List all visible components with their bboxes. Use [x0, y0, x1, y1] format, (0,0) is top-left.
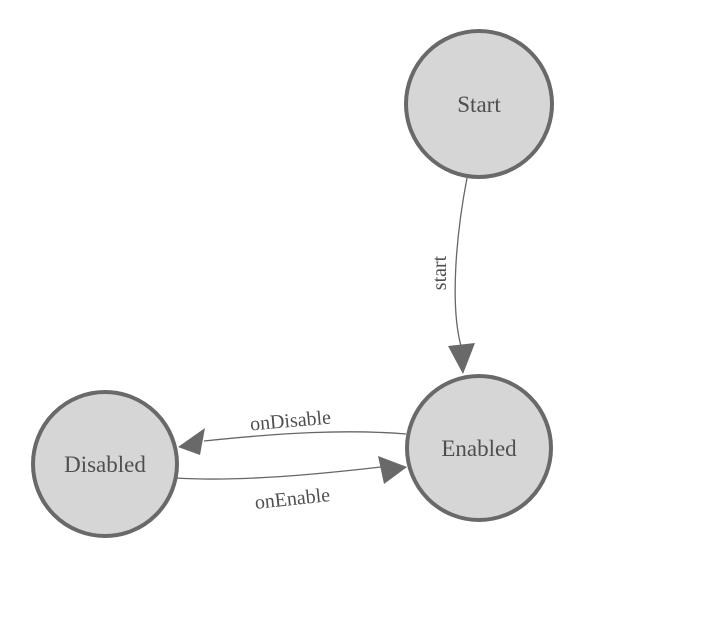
- edge-start-arrowhead: [448, 343, 475, 374]
- node-disabled-label: Disabled: [64, 452, 146, 477]
- node-start-circle: [404, 29, 554, 179]
- node-disabled: Disabled: [31, 390, 179, 538]
- edge-start-line: [454, 177, 468, 347]
- edge-ondisable-line: [203, 431, 407, 442]
- node-start: Start: [404, 29, 554, 179]
- node-enabled-label: Enabled: [441, 436, 517, 461]
- edge-start: start: [429, 177, 475, 374]
- edge-onenable-arrowhead: [378, 456, 407, 484]
- edge-ondisable-label: onDisable: [249, 407, 332, 436]
- node-enabled-circle: [405, 374, 553, 522]
- edge-start-label: start: [429, 255, 451, 290]
- edge-ondisable-arrowhead: [178, 428, 205, 455]
- node-disabled-circle: [31, 390, 179, 538]
- edge-onenable-line: [175, 466, 382, 480]
- node-start-label: Start: [457, 92, 501, 117]
- edge-onenable: onEnable: [175, 456, 407, 514]
- node-enabled: Enabled: [405, 374, 553, 522]
- edge-onenable-label: onEnable: [254, 484, 332, 514]
- edge-ondisable: onDisable: [178, 407, 407, 455]
